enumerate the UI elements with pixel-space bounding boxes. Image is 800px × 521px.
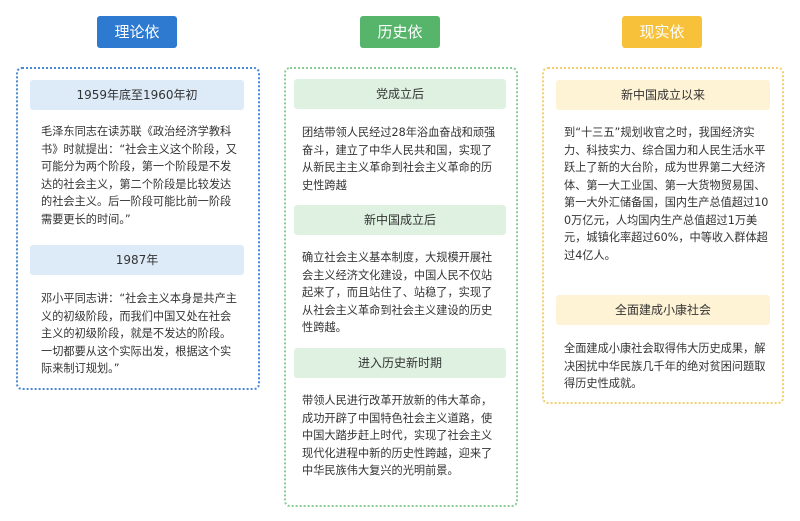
section-heading-1987: 1987年 — [30, 245, 244, 275]
section-text-party-founding: 团结带领人民经过28年浴血奋战和顽强奋斗，建立了中华人民共和国，实现了从新民主主… — [302, 126, 496, 192]
section-text-prc-founding: 确立社会主义基本制度，大规模开展社会主义经济文化建设，中国人民不仅站起来了，而且… — [302, 251, 493, 334]
section-heading-1959: 1959年底至1960年初 — [30, 80, 244, 110]
section-text-new-era: 带领人民进行改革开放新的伟大革命，成功开辟了中国特色社会主义道路，使中国大踏步赶… — [302, 394, 493, 477]
column-box-history — [284, 67, 518, 507]
section-text-moderately-prosperous: 全面建成小康社会取得伟大历史成果，解决困扰中华民族几千年的绝对贫困问题取得历史性… — [564, 342, 766, 390]
section-heading-prc-founding: 新中国成立后 — [294, 205, 506, 235]
column-title-history: 历史依据 — [360, 16, 440, 73]
column-title-theory: 理论依据 — [97, 16, 177, 73]
section-heading-since-prc: 新中国成立以来 — [556, 80, 770, 110]
column-box-theory — [16, 67, 260, 390]
section-text-1959: 毛泽东同志在读苏联《政治经济学教科书》时就提出：“社会主义这个阶段，又可能分为两… — [41, 125, 237, 226]
section-heading-party-founding: 党成立后 — [294, 79, 506, 109]
section-text-since-prc: 到“十三五”规划收官之时，我国经济实力、科技实力、综合国力和人民生活水平跃上了新… — [564, 126, 769, 262]
section-heading-new-era: 进入历史新时期 — [294, 348, 506, 378]
section-heading-moderately-prosperous: 全面建成小康社会 — [556, 295, 770, 325]
column-title-reality: 现实依据 — [622, 16, 702, 73]
section-text-1987: 邓小平同志讲：“社会主义本身是共产主义的初级阶段，而我们中国又处在社会主义的初级… — [41, 292, 237, 375]
column-box-reality — [542, 67, 784, 404]
